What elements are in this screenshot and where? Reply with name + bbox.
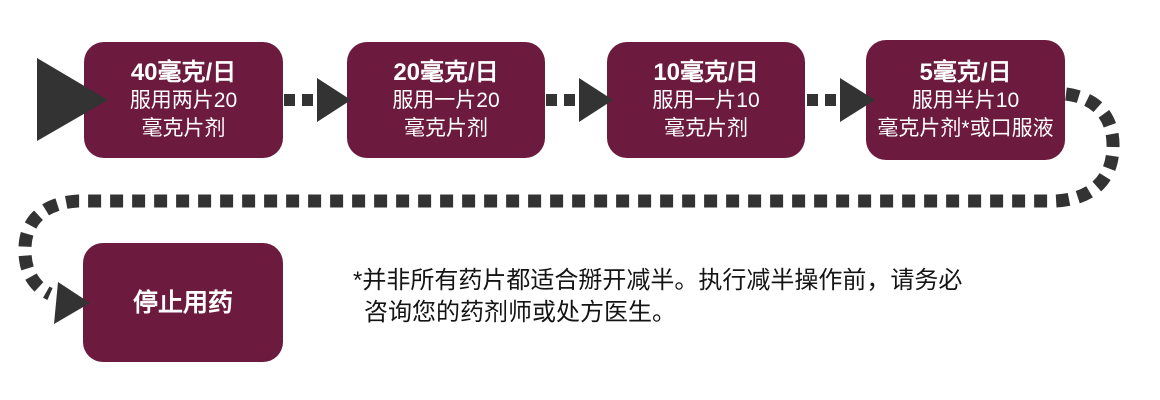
footnote-line-2: 咨询您的药剂师或处方医生。 bbox=[364, 299, 676, 326]
stop-label: 停止用药 bbox=[132, 288, 233, 317]
step-line: 毫克片剂 bbox=[404, 116, 488, 140]
step-heading: 40毫克/日 bbox=[130, 58, 237, 86]
step-heading: 5毫克/日 bbox=[919, 58, 1012, 86]
step-box-20mg: 20毫克/日 服用一片20 毫克片剂 bbox=[347, 42, 545, 158]
footnote: *并非所有药片都适合掰开减半。执行减半操作前，请务必 咨询您的药剂师或处方医生。 bbox=[353, 265, 962, 329]
step-line: 服用一片20 bbox=[392, 88, 500, 112]
arrowhead-icon-1 bbox=[317, 78, 351, 122]
step-heading: 20毫克/日 bbox=[393, 58, 499, 86]
step-heading: 10毫克/日 bbox=[653, 58, 759, 86]
step-line: 服用两片20 bbox=[129, 88, 238, 112]
step-line: 服用一片10 bbox=[652, 88, 760, 112]
step-line: 毫克片剂 bbox=[664, 116, 748, 140]
footnote-line-1: *并非所有药片都适合掰开减半。执行减半操作前，请务必 bbox=[353, 267, 963, 294]
step-box-5mg: 5毫克/日 服用半片10 毫克片剂*或口服液 bbox=[866, 40, 1065, 160]
step-line: 服用半片10 bbox=[911, 88, 1020, 112]
step-box-10mg: 10毫克/日 服用一片10 毫克片剂 bbox=[607, 42, 805, 158]
stop-box: 停止用药 bbox=[83, 243, 283, 362]
step-box-40mg: 40毫克/日 服用两片20 毫克片剂 bbox=[84, 42, 283, 158]
step-line: 毫克片剂 bbox=[141, 116, 226, 140]
step-line: 毫克片剂*或口服液 bbox=[877, 116, 1054, 140]
